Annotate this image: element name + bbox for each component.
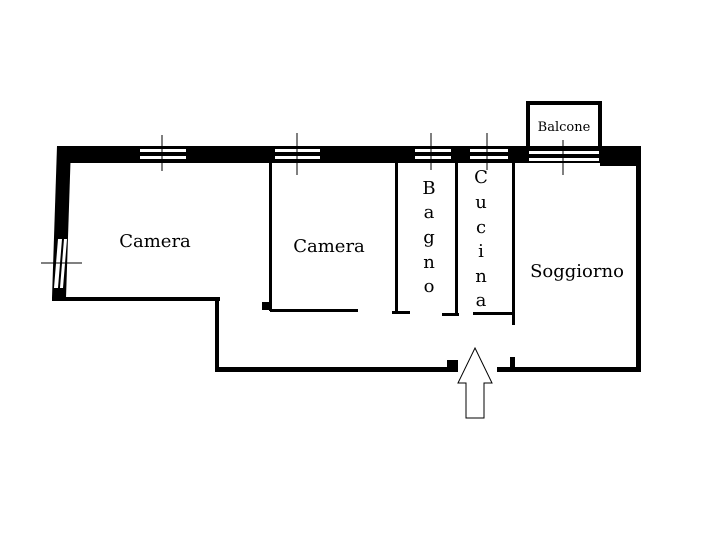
- door-jamb-left: [447, 360, 458, 372]
- room-label-soggiorno: Soggiorno: [530, 261, 624, 282]
- corridor-left-wall: [215, 297, 219, 372]
- window-cucina: [470, 133, 508, 170]
- windows: [41, 133, 599, 288]
- room-label-cucina: C u c i n a: [474, 167, 488, 311]
- bagno-right-wall: [455, 160, 458, 315]
- cucina-letter: a: [476, 290, 487, 311]
- cucina-letter: n: [475, 266, 487, 287]
- room-label-camera-2: Camera: [293, 236, 365, 257]
- window-bagno: [415, 133, 451, 170]
- camera2-bottom-wall: [270, 309, 358, 312]
- room-label-balcone: Balcone: [538, 120, 591, 135]
- bagno-letter: n: [423, 252, 435, 273]
- soggiorno-left-wall: [512, 163, 515, 325]
- walls: [52, 146, 641, 372]
- bagno-left-wall: [395, 160, 398, 313]
- bagno-bottom-left: [392, 311, 410, 314]
- cucina-letter: u: [475, 192, 487, 213]
- cucina-bottom-wall: [473, 312, 513, 315]
- cucina-letter: c: [476, 217, 486, 238]
- door-jamb-right: [510, 357, 515, 369]
- cucina-letter: C: [474, 167, 488, 188]
- bagno-letter: a: [424, 202, 435, 223]
- top-right-wall: [600, 146, 641, 166]
- camera2-left-wall: [269, 160, 272, 311]
- window-camera1: [140, 135, 186, 171]
- bagno-letter: g: [423, 227, 435, 248]
- cucina-letter: i: [478, 241, 484, 262]
- room-label-camera: Camera: [119, 231, 191, 252]
- window-left: [41, 239, 82, 288]
- camera2-jamb: [262, 302, 271, 310]
- window-camera2: [275, 133, 320, 175]
- right-wall: [636, 160, 641, 372]
- bottom-wall-right: [497, 367, 641, 372]
- bagno-letter: o: [424, 276, 435, 297]
- balcone-outline: [526, 101, 602, 151]
- bagno-bottom-right: [442, 313, 459, 316]
- camera-bottom-wall: [52, 297, 220, 301]
- window-soggiorno: [529, 140, 599, 175]
- entrance-arrow-icon: [457, 346, 493, 419]
- bagno-letter: B: [422, 178, 435, 199]
- bottom-wall-left: [215, 367, 458, 372]
- room-label-bagno: B a g n o: [422, 178, 435, 297]
